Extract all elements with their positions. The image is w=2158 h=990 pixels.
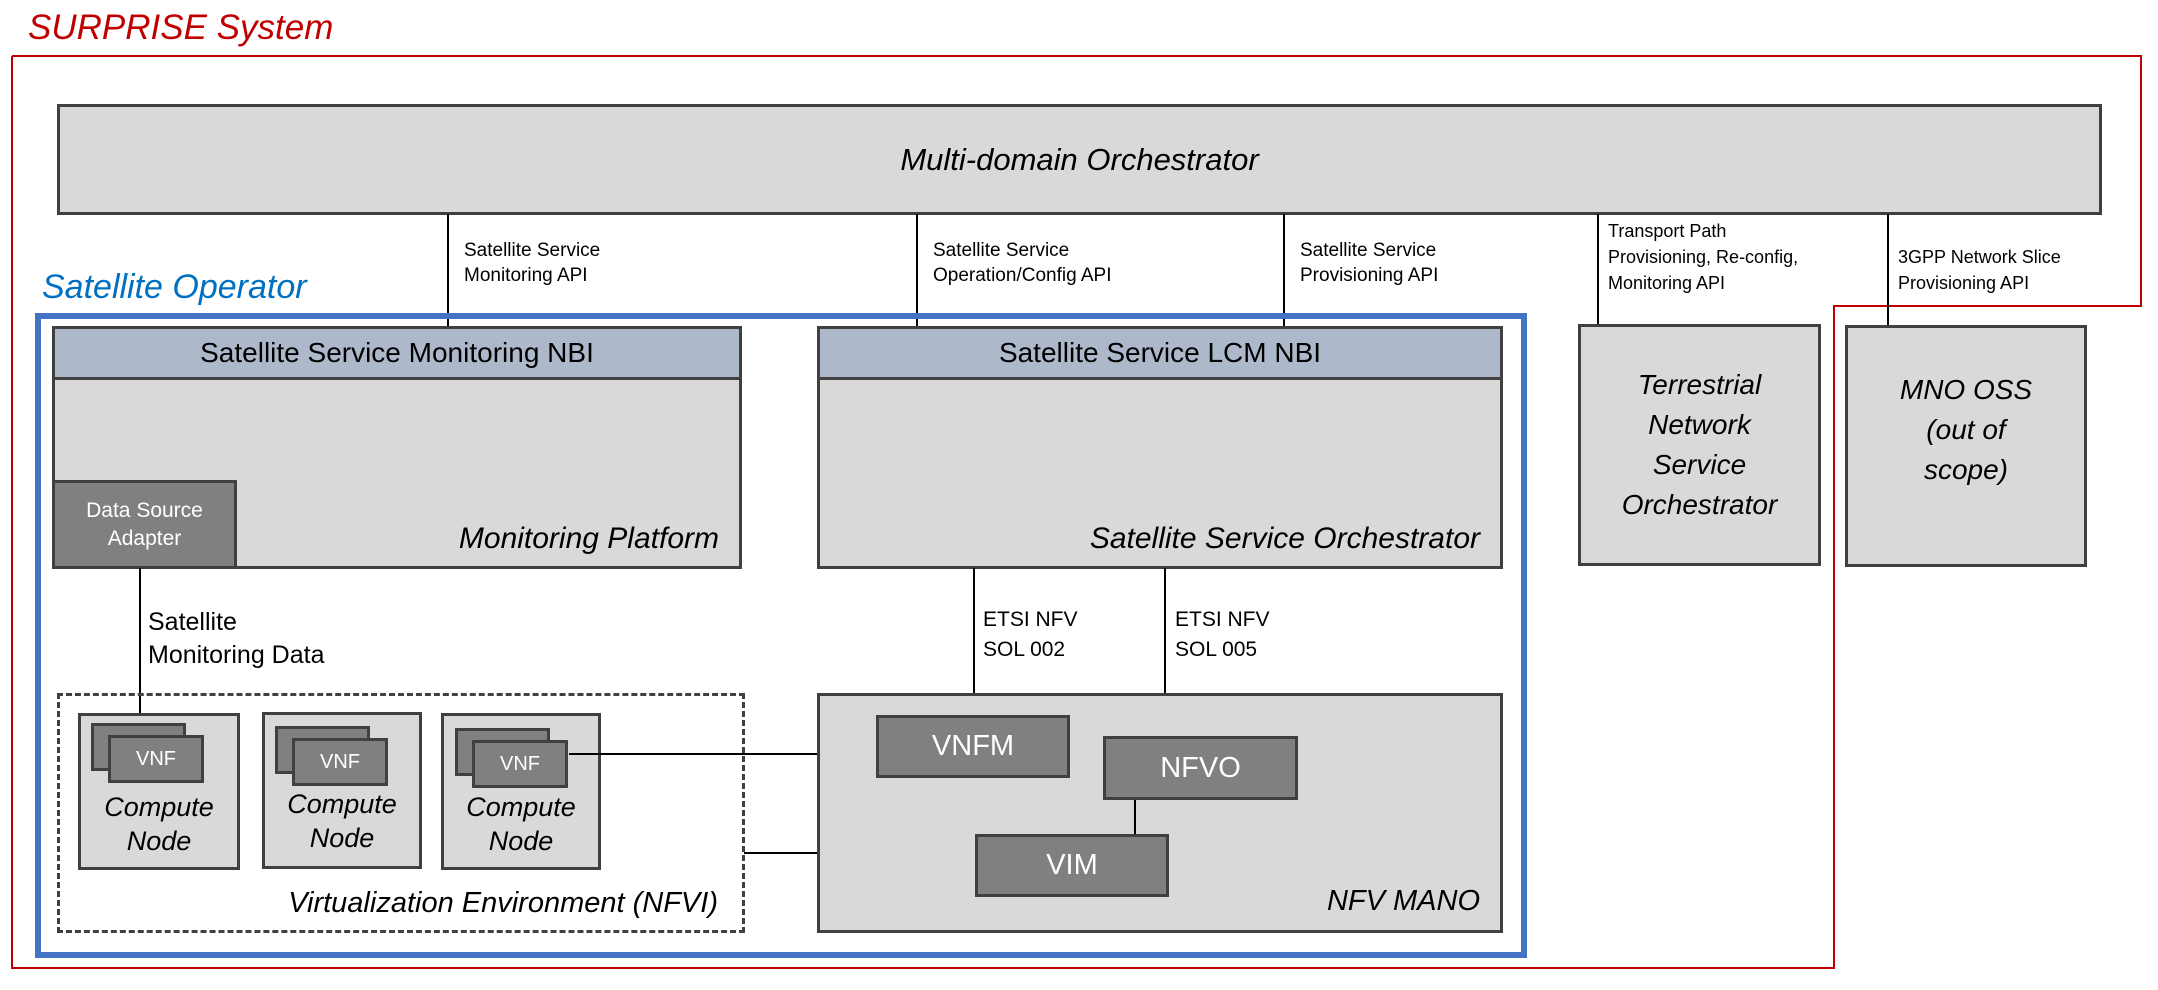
monitoring-data-line [139,568,141,723]
label-line: Satellite Service [1300,240,1437,261]
label-line: Monitoring Data [148,641,325,669]
label-line: Orchestrator [1621,489,1778,520]
compute-node-label: Compute Node [81,790,237,858]
label-line: Compute [287,789,397,819]
label-line: Compute [104,792,214,822]
service-orchestrator[interactable]: Satellite Service LCM NBI Satellite Serv… [817,326,1503,569]
label-line: Operation/Config API [933,265,1112,286]
vnf-label: VNF [320,750,360,773]
transport-api-line [1597,214,1599,325]
sol005-line [1164,568,1166,737]
data-source-adapter[interactable]: Data Source Adapter [52,480,237,569]
label-line: Satellite Service [464,240,601,261]
label-line: Network [1648,409,1751,440]
monitoring-data-label: Satellite Monitoring Data [148,606,324,672]
monitoring-platform-label: Monitoring Platform [458,522,719,555]
label-line: Satellite Service [933,240,1070,261]
adapter-label-line: Adapter [107,526,182,550]
monitoring-api-label: Satellite Service Monitoring API [464,238,600,288]
label-line: Provisioning, Re-config, [1608,247,1799,267]
label-line: Provisioning API [1300,265,1439,286]
vnf-box[interactable]: VNF [108,735,204,783]
nfvo-label: NFVO [1160,751,1241,784]
vnf-label: VNF [500,752,540,775]
vnf-label: VNF [136,747,176,770]
label-line: 3GPP Network Slice [1898,247,2061,267]
vim-label: VIM [1046,849,1098,881]
service-orchestrator-label: Satellite Service Orchestrator [1089,522,1480,555]
label-line: scope) [1923,454,2009,485]
mno-oss[interactable]: MNO OSS (out of scope) [1845,325,2087,567]
vim-box[interactable]: VIM [975,834,1169,897]
nfvo-box[interactable]: NFVO [1103,736,1298,800]
label-line: Monitoring API [464,265,588,286]
slice-api-line [1887,214,1889,326]
multi-domain-orchestrator-label: Multi-domain Orchestrator [900,141,1259,177]
compute-node-label: Compute Node [265,787,419,855]
mno-label: MNO OSS (out of scope) [1848,328,2084,490]
compute-node[interactable]: VNF Compute Node [441,713,601,870]
compute-node[interactable]: VNF Compute Node [262,712,422,869]
provisioning-api-line [1283,214,1285,327]
vnfm-label: VNFM [931,730,1015,762]
label-line: SOL 005 [1175,638,1258,661]
terrestrial-orchestrator[interactable]: Terrestrial Network Service Orchestrator [1578,324,1821,566]
monitoring-nbi[interactable]: Satellite Service Monitoring NBI [55,329,739,380]
sol002-label: ETSI NFV SOL 002 [983,605,1078,665]
label-line: MNO OSS [1899,374,2033,405]
transport-api-label: Transport Path Provisioning, Re-config, … [1608,218,1798,296]
provisioning-api-label: Satellite Service Provisioning API [1300,238,1438,288]
operator-title: Satellite Operator [42,268,307,306]
operation-api-line [916,214,918,327]
label-line: Transport Path [1608,221,1727,241]
sol005-label: ETSI NFV SOL 005 [1175,605,1270,665]
compute-node[interactable]: VNF Compute Node [78,713,240,870]
adapter-label-line: Data Source [86,498,203,522]
operation-api-label: Satellite Service Operation/Config API [933,238,1112,288]
label-line: Node [309,823,375,853]
vnfm-box[interactable]: VNFM [876,715,1070,778]
label-line: SOL 002 [983,638,1066,661]
vnf-box[interactable]: VNF [292,738,388,786]
operator-boundary [35,313,1527,958]
nfvo-vim-line [1134,798,1136,835]
label-line: ETSI NFV [983,608,1078,631]
label-line: Satellite [148,608,237,636]
nfvi-label: Virtualization Environment (NFVI) [288,887,718,919]
compute-node-label: Compute Node [444,790,598,858]
nfvi-area: Virtualization Environment (NFVI) [57,693,745,933]
label-line: ETSI NFV [1175,608,1270,631]
vnf-vnfm-line [569,753,877,755]
sol002-line [973,568,975,716]
label-line: Compute [466,792,576,822]
label-line: Provisioning API [1898,273,2030,293]
label-line: Terrestrial [1637,369,1762,400]
label-line: Service [1652,449,1747,480]
system-boundary-line [11,55,2142,969]
nfv-mano-label: NFV MANO [1326,885,1480,917]
slice-api-label: 3GPP Network Slice Provisioning API [1898,244,2061,296]
lcm-nbi[interactable]: Satellite Service LCM NBI [820,329,1500,380]
monitoring-api-line [447,214,449,327]
multi-domain-orchestrator[interactable]: Multi-domain Orchestrator [57,104,2102,215]
system-title: SURPRISE System [28,8,334,47]
vnf-box[interactable]: VNF [472,740,568,788]
label-line: Node [488,826,554,856]
label-line: Node [126,826,192,856]
label-line: (out of [1926,414,2006,445]
label-line: Monitoring API [1608,273,1726,293]
